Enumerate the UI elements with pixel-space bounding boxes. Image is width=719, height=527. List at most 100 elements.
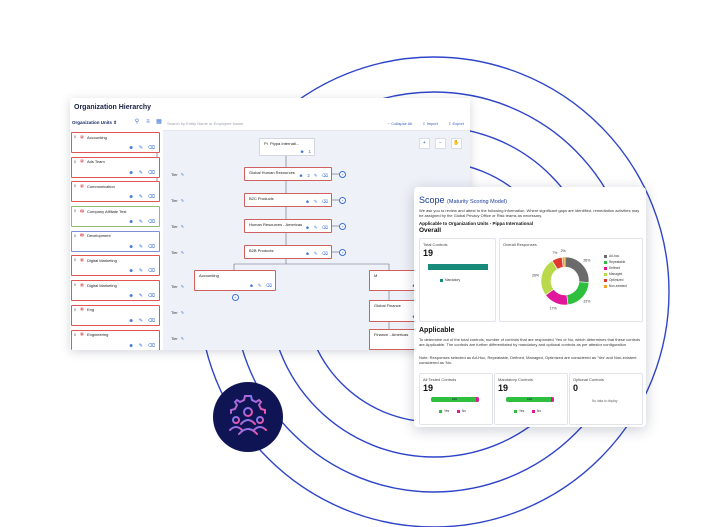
user-icon[interactable]: ☻ [128,342,134,349]
legend-label: Managed [609,272,623,276]
edit-icon[interactable]: ✎ [138,194,143,201]
user-icon[interactable]: ☻ [298,172,304,178]
no-legend: No [457,409,466,413]
delete-icon[interactable]: ⌫ [147,145,155,151]
edit-icon[interactable]: ✎ [180,224,185,229]
hand-icon[interactable]: ✋ [451,138,462,149]
edit-icon[interactable]: ✎ [313,250,318,256]
grid-icon[interactable]: ▦ [156,119,162,125]
user-icon[interactable]: ☻ [128,243,134,250]
add-node-icon[interactable]: + [339,171,346,178]
edit-icon[interactable]: ✎ [313,198,318,204]
edit-icon[interactable]: ✎ [180,250,185,255]
delete-icon[interactable]: ⌫ [147,342,155,349]
zoom-in-icon[interactable]: + [419,138,430,149]
edit-icon[interactable]: ✎ [180,310,185,315]
legend-item: Managed [604,272,640,278]
search-icon[interactable]: ⚲ [134,119,140,125]
edit-icon[interactable]: ✎ [138,145,143,151]
delete-icon[interactable]: ⌫ [321,198,328,204]
edit-icon[interactable]: ✎ [180,284,185,289]
mandatory-legend: Mandatory [440,278,460,282]
import-button[interactable]: ⇩ Import [422,121,438,126]
edit-icon[interactable]: ✎ [180,336,185,341]
user-icon[interactable]: ☻ [299,148,305,154]
delete-icon[interactable]: ⌫ [147,317,155,324]
filter-icon[interactable]: ≡ [146,119,150,125]
edit-icon[interactable]: ✎ [138,243,143,250]
unit-name: Engineering [87,332,109,337]
user-icon[interactable]: ☻ [305,198,310,204]
export-button[interactable]: ⇧ Export [447,121,464,126]
user-icon[interactable]: ☻ [412,314,417,320]
node-b2c-products[interactable]: B2C Products ☻✎⌫ [244,193,332,207]
user-icon[interactable]: ☻ [128,293,134,300]
user-icon[interactable]: ☻ [305,224,310,230]
delete-icon[interactable]: ⌫ [321,172,328,178]
node-root[interactable]: PI Pippa Internati... ☻1 [259,138,315,156]
search-input[interactable]: Search by Entity Name or Employee Name [167,121,244,126]
tier-label: Tier✎ [171,284,185,289]
user-icon[interactable]: ☻ [128,219,134,226]
applicable-description: To determine out of the total controls, … [419,337,641,347]
delete-icon[interactable]: ⌫ [147,268,155,275]
user-icon[interactable]: ☻ [305,250,310,256]
node-global-human-resources[interactable]: Global Human Resources ☻2✎⌫ [244,167,332,181]
pie-slice-non-existent[interactable] [561,256,566,268]
user-icon[interactable]: ☻ [128,169,134,176]
delete-icon[interactable]: ⌫ [321,224,328,230]
add-node-icon[interactable]: + [339,197,346,204]
delete-icon[interactable]: ⌫ [265,282,272,288]
delete-icon[interactable]: ⌫ [147,219,155,226]
delete-icon[interactable]: ⌫ [147,293,155,300]
unit-name: Development [87,233,111,239]
edit-icon[interactable]: ✎ [138,317,143,324]
node-accounting[interactable]: Accounting ☻✎⌫ [194,270,276,291]
edit-icon[interactable]: ✎ [138,342,143,349]
edit-icon[interactable]: ✎ [138,219,143,226]
edit-icon[interactable]: ✎ [257,282,262,288]
delete-icon[interactable]: ⌫ [147,169,155,176]
pie-slice-managed[interactable] [540,260,558,296]
add-node-icon[interactable]: + [339,249,346,256]
edit-icon[interactable]: ✎ [313,172,318,178]
node-b2b-products[interactable]: B2B Products ☻✎⌫ [244,245,332,259]
add-node-icon[interactable]: + [232,294,239,301]
delete-icon[interactable]: ⌫ [321,250,328,256]
edit-icon[interactable]: ✎ [138,169,143,176]
node-human-resources-americas[interactable]: Human Resources - Americas ☻✎⌫ [244,219,332,233]
delete-icon[interactable]: ⌫ [147,194,155,201]
edit-icon[interactable]: ✎ [138,293,143,300]
collapse-all-button[interactable]: − Collapse All [387,121,413,126]
scope-title: Scope (Maturity Scoring Model) [419,195,507,205]
add-node-icon[interactable]: + [339,223,346,230]
user-icon[interactable]: ☻ [128,317,134,324]
delete-icon[interactable]: ⌫ [147,243,155,250]
edit-icon[interactable]: ✎ [138,268,143,275]
no-data-text: No data to display [592,399,618,403]
user-icon[interactable]: ☻ [128,268,134,275]
edit-icon[interactable]: ✎ [313,224,318,230]
legend-swatch [604,254,607,258]
sidebar-title[interactable]: Organization Units ⇕ [72,120,118,125]
zoom-out-icon[interactable]: − [435,138,446,149]
edit-icon[interactable]: ✎ [180,172,185,177]
org-gear-icon-badge [213,382,283,452]
legend-item: Ad-hoc [604,254,640,260]
user-icon[interactable]: ☻ [412,283,417,289]
edit-icon[interactable]: ✎ [180,198,185,203]
user-icon[interactable]: ☻ [249,282,254,288]
user-icon[interactable]: ☻ [128,145,134,151]
user-icon[interactable]: ☻ [128,194,134,201]
